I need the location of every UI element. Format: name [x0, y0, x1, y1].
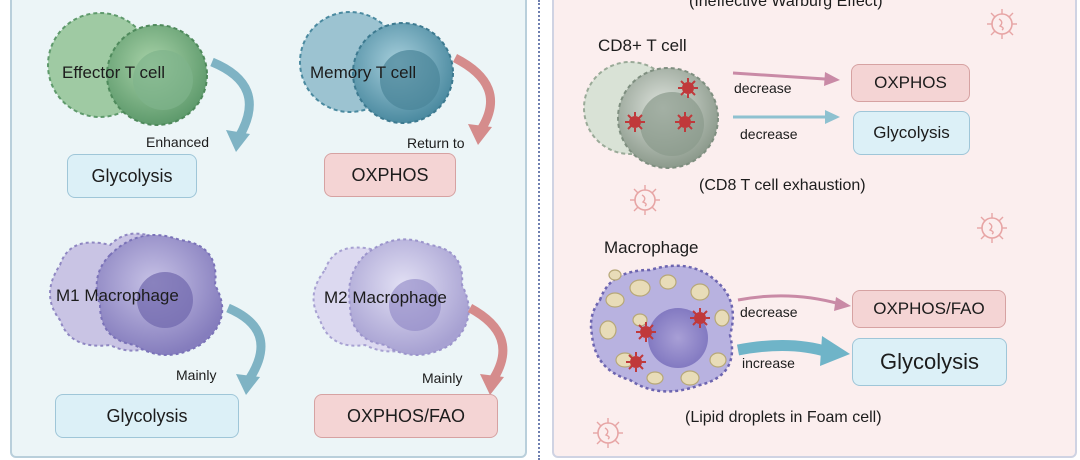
- macrophage-decrease-arrowhead: [834, 297, 851, 311]
- m1-arrowhead: [236, 374, 260, 395]
- faint-virus-icon: [592, 417, 624, 449]
- macrophage-glycolysis-box: Glycolysis: [852, 338, 1007, 386]
- memory-t-cell-icon: [299, 11, 454, 124]
- cd8-title: CD8+ T cell: [598, 36, 687, 55]
- cd8-glycolysis-box: Glycolysis: [853, 111, 970, 155]
- macrophage-oxphos-fao-box: OXPHOS/FAO: [852, 290, 1006, 328]
- effector-arrow: [210, 57, 254, 138]
- m2-macrophage-icon: [312, 238, 470, 356]
- m2-arrow-label: Mainly: [422, 370, 463, 386]
- cd8-decrease-label-1: decrease: [734, 80, 792, 96]
- warburg-header: (Ineffective Warburg Effect): [689, 0, 883, 10]
- cd8-oxphos-box: OXPHOS: [851, 64, 970, 102]
- m1-macrophage-icon: [49, 232, 224, 356]
- m1-glycolysis-box: Glycolysis: [55, 394, 239, 438]
- m2-oxphos-fao-box: OXPHOS/FAO: [314, 394, 498, 438]
- cd8-decrease-label-2: decrease: [740, 126, 798, 142]
- cd8-t-cell-icon: [583, 61, 719, 169]
- macrophage-decrease-label: decrease: [740, 304, 798, 320]
- panel-divider: [538, 0, 540, 460]
- effector-arrowhead: [226, 130, 250, 152]
- foam-macrophage-icon: [589, 264, 735, 393]
- virus-icon: [635, 321, 657, 343]
- cd8-decrease-arrowhead-2: [825, 110, 840, 124]
- effector-t-cell-icon: [47, 12, 208, 126]
- m1-arrow-label: Mainly: [176, 367, 217, 383]
- memory-arrowhead: [468, 124, 492, 145]
- memory-arrow-label: Return to: [407, 135, 465, 151]
- virus-icon: [677, 77, 699, 99]
- faint-virus-icon: [976, 212, 1008, 244]
- effector-glycolysis-box: Glycolysis: [67, 154, 197, 198]
- m2-arrowhead: [480, 374, 504, 395]
- faint-virus-icon: [986, 8, 1018, 40]
- effector-cell-label: Effector T cell: [62, 63, 165, 82]
- cd8-decrease-arrowhead-1: [824, 72, 840, 86]
- virus-icon: [674, 111, 696, 133]
- effector-arrow-label: Enhanced: [146, 134, 210, 150]
- memory-cell-label: Memory T cell: [310, 63, 417, 82]
- virus-icon: [625, 351, 647, 373]
- m2-arrow: [467, 304, 508, 381]
- macrophage-caption: (Lipid droplets in Foam cell): [685, 409, 882, 426]
- virus-icon: [624, 111, 646, 133]
- memory-arrow: [452, 53, 495, 131]
- faint-virus-icon: [629, 184, 661, 216]
- m1-cell-label: M1 Macrophage: [56, 286, 179, 305]
- macrophage-increase-arrowhead: [820, 336, 850, 366]
- m1-arrow: [226, 303, 266, 381]
- m2-cell-label: M2 Macrophage: [324, 288, 447, 307]
- memory-oxphos-box: OXPHOS: [324, 153, 456, 197]
- cd8-caption: (CD8 T cell exhaustion): [699, 177, 866, 194]
- macrophage-title: Macrophage: [604, 238, 699, 257]
- virus-icon: [689, 307, 711, 329]
- macrophage-increase-label: increase: [742, 355, 795, 371]
